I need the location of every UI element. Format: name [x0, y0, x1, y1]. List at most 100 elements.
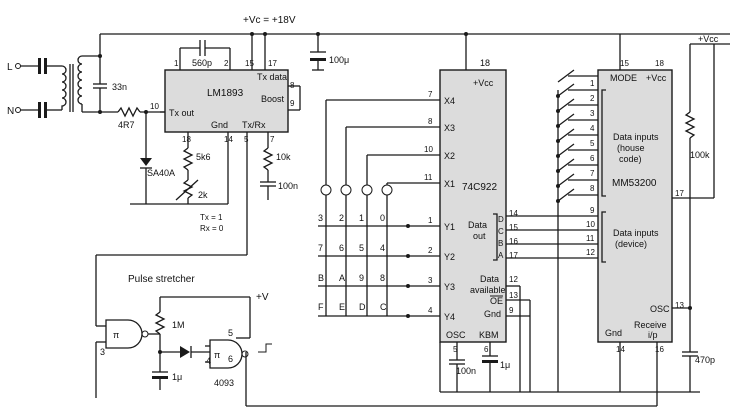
enc-y2: Y2 — [444, 252, 455, 262]
lm1893-pin18: 18 — [182, 135, 191, 144]
mains-n-label: N — [7, 106, 14, 117]
stretcher-ic: 4093 — [214, 378, 234, 388]
enc-y1: Y1 — [444, 222, 455, 232]
gate2-symbol: π — [214, 350, 220, 360]
dec-sw-pin4: 4 — [590, 124, 595, 133]
gate2-pin4: 4 — [206, 356, 211, 366]
enc-pin18: 18 — [480, 58, 490, 68]
key-0: 0 — [380, 213, 385, 223]
key-d: D — [359, 302, 366, 312]
cap-100n-label: 100n — [278, 181, 298, 191]
stretcher-cap-1u: 1μ — [172, 372, 182, 382]
dec-pin12: 12 — [586, 248, 595, 257]
enc-y3: Y3 — [444, 282, 455, 292]
dec-pin16: 16 — [655, 345, 664, 354]
enc-name: 74C922 — [462, 182, 497, 193]
dec-osc: OSC — [650, 304, 670, 314]
txrx-note-1: Tx = 1 — [200, 213, 223, 222]
dec-sw-pin8: 8 — [590, 184, 595, 193]
lm1893-txrx: Tx/Rx — [242, 120, 266, 130]
key-5: 5 — [359, 243, 364, 253]
cap-100u-label: 100μ — [329, 55, 349, 65]
supply-rail: +Vc = +18V — [100, 15, 730, 70]
enc-x2: X2 — [444, 151, 455, 161]
enc-dataout-1: Data — [468, 220, 487, 230]
diode-sa40a-label: SA40A — [147, 168, 175, 178]
key-3: 3 — [318, 213, 323, 223]
dec-pin15: 15 — [620, 59, 629, 68]
lm1893-txdata: Tx data — [257, 72, 287, 82]
dec-sw-pin1: 1 — [590, 79, 595, 88]
dec-name: MM53200 — [612, 178, 657, 189]
enc-d: D — [498, 215, 504, 224]
key-c: C — [380, 302, 387, 312]
key-e: E — [339, 302, 345, 312]
lm1893-pin10: 10 — [150, 102, 159, 111]
lm1893-txout: Tx out — [169, 108, 195, 118]
enc-a: A — [498, 251, 504, 260]
enc-pin7: 7 — [428, 90, 433, 99]
dec-pin17: 17 — [675, 189, 684, 198]
enc-pin13: 13 — [509, 291, 518, 300]
enc-pin17: 17 — [509, 251, 518, 260]
res-4r7-label: 4R7 — [118, 120, 135, 130]
enc-dataout-2: out — [473, 231, 486, 241]
key-a: A — [339, 273, 345, 283]
enc-pin8: 8 — [428, 117, 433, 126]
enc-pin12: 12 — [509, 275, 518, 284]
dec-receive-2: i/p — [648, 330, 658, 340]
lm1893-pin15: 15 — [245, 59, 254, 68]
key-4: 4 — [380, 243, 385, 253]
enc-avail-2: available — [470, 285, 506, 295]
cap-560p-label: 560p — [192, 58, 212, 68]
res-5k6-label: 5k6 — [196, 152, 211, 162]
dec-house-2: (house — [617, 143, 645, 153]
pulse-stretcher: Pulse stretcher +V 1M π 3 1μ π — [95, 236, 272, 390]
gate2-pin6: 6 — [228, 354, 233, 364]
dec-pin10: 10 — [586, 220, 595, 229]
enc-pin3: 3 — [428, 276, 433, 285]
dec-pin13: 13 — [675, 301, 684, 310]
stretcher-res-1m: 1M — [172, 320, 185, 330]
lm1893-pin7: 7 — [270, 135, 275, 144]
enc-oe: OE — [490, 296, 503, 306]
key-6: 6 — [339, 243, 344, 253]
mains-input: L N 33n 4R7 SA40A — [7, 34, 175, 178]
lm1893-pin9: 9 — [290, 99, 295, 108]
dec-sw-pin7: 7 — [590, 169, 595, 178]
dec-vc-label: +Vcc — [698, 34, 719, 44]
enc-pin14: 14 — [509, 209, 518, 218]
key-1: 1 — [359, 213, 364, 223]
dec-pin14: 14 — [616, 345, 625, 354]
dec-sw-pin5: 5 — [590, 139, 595, 148]
enc-pin4: 4 — [428, 306, 433, 315]
dec-pin18: 18 — [655, 59, 664, 68]
keypad-matrix: 3 2 1 0 7 6 5 4 B A 9 8 F E D C — [318, 99, 440, 318]
enc-b: B — [498, 239, 503, 248]
dec-house-1: Data inputs — [613, 132, 659, 142]
enc-vcc: +Vcc — [473, 78, 494, 88]
enc-pin5: 5 — [453, 345, 458, 354]
dec-sw-pin2: 2 — [590, 94, 595, 103]
gate2-pin5: 5 — [228, 328, 233, 338]
enc-kbm: KBM — [479, 330, 499, 340]
enc-x4: X4 — [444, 96, 455, 106]
dec-res-100k: 100k — [690, 150, 710, 160]
dec-gnd: Gnd — [605, 328, 622, 338]
decoder-mm53200: MODE +Vcc 15 18 Data inputs (house code)… — [245, 34, 730, 407]
key-2: 2 — [339, 213, 344, 223]
dec-device-1: Data inputs — [613, 228, 659, 238]
enc-osc: OSC — [446, 330, 466, 340]
enc-avail-1: Data — [480, 274, 499, 284]
res-2k-label: 2k — [198, 190, 208, 200]
enc-pin16: 16 — [509, 237, 518, 246]
stretcher-vplus: +V — [256, 292, 269, 303]
dec-pin11: 11 — [586, 234, 595, 243]
lm1893-pin1: 1 — [174, 59, 179, 68]
enc-gnd: Gnd — [484, 309, 501, 319]
dec-pin9: 9 — [590, 206, 595, 215]
dec-device-2: (device) — [615, 239, 647, 249]
dec-receive-1: Receive — [634, 320, 667, 330]
encoder-74c922: 18 +Vcc 74C922 X4 X3 X2 X1 7 8 10 11 Y1 … — [424, 58, 700, 393]
key-7: 7 — [318, 243, 323, 253]
